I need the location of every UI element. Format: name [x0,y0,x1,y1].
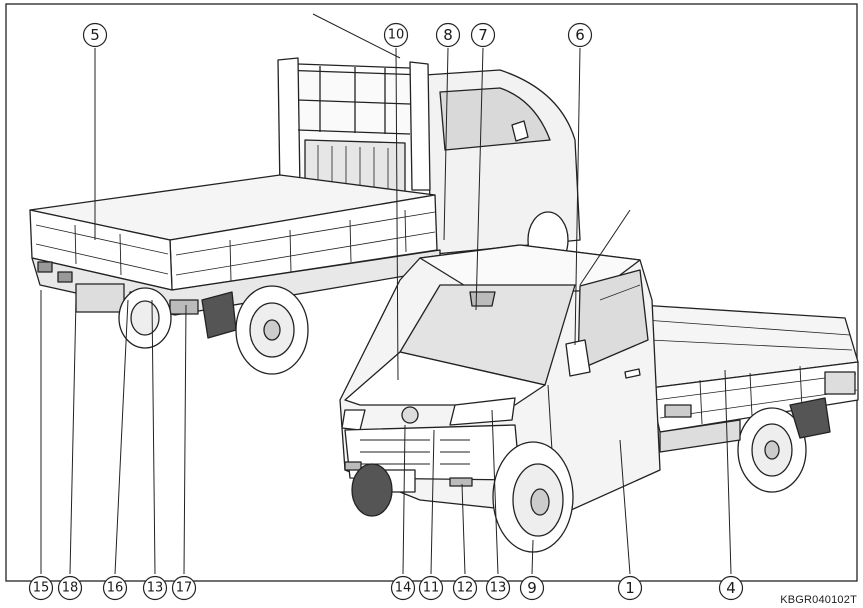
figure-reference-code: KBGR040102T [780,594,857,606]
callout-c10: 10 [383,22,409,48]
callout-c6: 6 [567,22,593,48]
callout-c7: 7 [470,22,496,48]
callout-c9: 9 [519,575,545,601]
callout-c17: 17 [171,575,197,601]
callout-number: 16 [107,581,124,596]
leader-lines [40,13,732,575]
callout-c5: 5 [82,22,108,48]
callout-number: 14 [395,581,412,596]
callout-number: 13 [490,581,507,596]
callout-c12: 12 [452,575,478,601]
callout-c4: 4 [718,575,744,601]
callout-number: 5 [90,26,100,44]
callout-c18: 18 [57,575,83,601]
callout-number: 4 [726,579,736,597]
callout-c13b: 13 [485,575,511,601]
callout-number: 9 [527,579,537,597]
callout-c11: 11 [418,575,444,601]
callout-number: 15 [33,581,50,596]
callout-number: 1 [625,579,635,597]
callout-number: 12 [457,581,474,596]
callout-c15: 15 [28,575,54,601]
callout-c1: 1 [617,575,643,601]
callout-number: 11 [423,581,440,596]
rear-view-truck [29,57,581,375]
callout-number: 8 [443,26,453,44]
front-view-truck [339,244,859,553]
callout-c8: 8 [435,22,461,48]
callout-number: 6 [575,26,585,44]
callout-c16: 16 [102,575,128,601]
callout-number: 18 [62,581,79,596]
callout-number: 10 [388,28,405,43]
callout-number: 17 [176,581,193,596]
callout-number: 7 [478,26,488,44]
callout-c13a: 13 [142,575,168,601]
callout-number: 13 [147,581,164,596]
callout-c14: 14 [390,575,416,601]
